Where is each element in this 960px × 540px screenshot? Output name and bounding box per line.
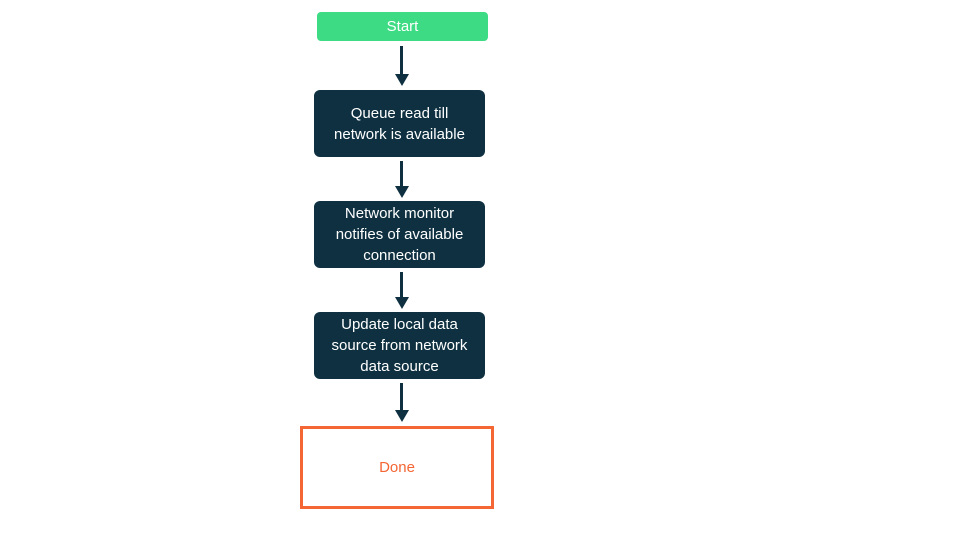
arrow-head bbox=[394, 297, 409, 309]
arrow-down-icon bbox=[394, 46, 409, 86]
arrow-shaft bbox=[400, 383, 403, 410]
flow-node-start: Start bbox=[317, 12, 488, 41]
arrow-head bbox=[394, 74, 409, 86]
arrow-shaft bbox=[400, 46, 403, 74]
arrow-down-icon bbox=[394, 272, 409, 309]
flow-node-network-monitor: Network monitor notifies of available co… bbox=[314, 201, 485, 268]
arrow-shaft bbox=[400, 161, 403, 186]
flow-node-done: Done bbox=[300, 426, 494, 509]
flow-node-queue-read: Queue read till network is available bbox=[314, 90, 485, 157]
arrow-shaft bbox=[400, 272, 403, 297]
flow-node-update-local-data: Update local data source from network da… bbox=[314, 312, 485, 379]
arrow-down-icon bbox=[394, 161, 409, 198]
arrow-head bbox=[394, 410, 409, 422]
arrow-down-icon bbox=[394, 383, 409, 422]
arrow-head bbox=[394, 186, 409, 198]
